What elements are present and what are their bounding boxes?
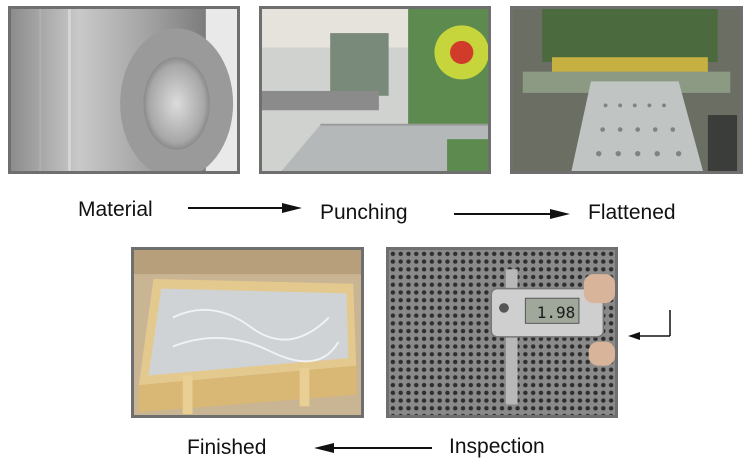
step-label-finished: Finished bbox=[187, 436, 267, 459]
packed-sheet-crate-photo bbox=[131, 247, 364, 418]
arrow-punching-to-flattened bbox=[454, 209, 570, 219]
step-label-flattened: Flattened bbox=[588, 201, 676, 224]
caliper-inspection-photo: 1.98 bbox=[386, 247, 618, 418]
step-label-punching: Punching bbox=[320, 201, 408, 224]
steel-coil-photo bbox=[8, 6, 240, 174]
step-label-inspection: Inspection bbox=[449, 435, 545, 458]
flattening-machine-photo bbox=[510, 6, 743, 174]
step-label-material: Material bbox=[78, 198, 153, 221]
arrow-flattened-to-inspection bbox=[628, 310, 671, 340]
arrow-inspection-to-finished bbox=[314, 443, 432, 453]
caliper-reading: 1.98 bbox=[536, 303, 576, 322]
arrow-material-to-punching bbox=[188, 203, 302, 213]
punching-press-photo bbox=[259, 6, 491, 174]
